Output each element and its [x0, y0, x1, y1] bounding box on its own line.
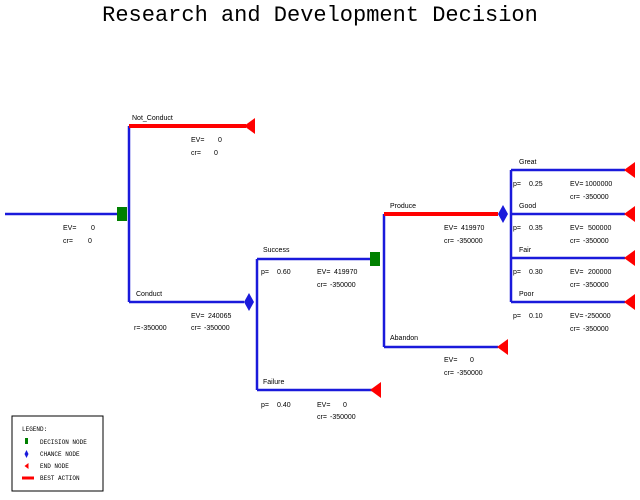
- poor-p-label: p=: [513, 313, 521, 320]
- poor-ev-value: -250000: [585, 313, 611, 320]
- good-cr-label: cr=: [570, 238, 580, 245]
- poor-label: Poor: [519, 291, 534, 298]
- failure-p-label: p=: [261, 402, 269, 409]
- great-cr-value: -350000: [583, 194, 609, 201]
- failure-cr-value: -350000: [330, 414, 356, 421]
- produce-ev-label: EV=: [444, 225, 457, 232]
- great-p-label: p=: [513, 181, 521, 188]
- chance-node-1: [244, 293, 254, 311]
- end-node-failure: [370, 382, 381, 398]
- tree-branches: [5, 124, 625, 392]
- abandon-ev-value: 0: [470, 357, 474, 364]
- not-conduct-label: Not_Conduct: [132, 115, 173, 122]
- conduct-cr-value: -350000: [204, 325, 230, 332]
- not-conduct-ev-label: EV=: [191, 137, 204, 144]
- poor-cr-value: -350000: [583, 326, 609, 333]
- legend-chance-node-swatch: [24, 450, 29, 458]
- legend-decision-node-label: DECISION NODE: [40, 439, 87, 446]
- abandon-label: Abandon: [390, 335, 418, 342]
- fair-ev-label: EV=: [570, 269, 583, 276]
- good-ev-value: 500000: [588, 225, 611, 232]
- not-conduct-cr-value: 0: [214, 150, 218, 157]
- legend-best-action-label: BEST ACTION: [40, 475, 80, 482]
- failure-label: Failure: [263, 379, 285, 386]
- abandon-ev-label: EV=: [444, 357, 457, 364]
- root-ev-value: 0: [91, 225, 95, 232]
- conduct-label: Conduct: [136, 291, 162, 298]
- end-node-great: [624, 162, 635, 178]
- legend-chance-node-label: CHANCE NODE: [40, 451, 80, 458]
- fair-label: Fair: [519, 247, 532, 254]
- root-cr-label: cr=: [63, 238, 73, 245]
- root-cr-value: 0: [88, 238, 92, 245]
- tree-nodes: [117, 118, 635, 398]
- conduct-r-label: r=: [134, 325, 140, 332]
- legend-end-node-label: END NODE: [40, 463, 69, 470]
- failure-ev-value: 0: [343, 402, 347, 409]
- legend-heading: LEGEND:: [22, 426, 47, 433]
- great-ev-label: EV=: [570, 181, 583, 188]
- success-label: Success: [263, 247, 290, 254]
- legend: LEGEND: DECISION NODE CHANCE NODE END NO…: [11, 415, 104, 492]
- produce-label: Produce: [390, 203, 416, 210]
- failure-ev-label: EV=: [317, 402, 330, 409]
- success-ev-label: EV=: [317, 269, 330, 276]
- abandon-cr-value: -350000: [457, 370, 483, 377]
- fair-cr-label: cr=: [570, 282, 580, 289]
- fair-ev-value: 200000: [588, 269, 611, 276]
- failure-cr-label: cr=: [317, 414, 327, 421]
- success-p-value: 0.60: [277, 269, 291, 276]
- end-node-poor: [624, 294, 635, 310]
- fair-p-label: p=: [513, 269, 521, 276]
- end-node-abandon: [497, 339, 508, 355]
- fair-cr-value: -350000: [583, 282, 609, 289]
- end-node-not-conduct: [244, 118, 255, 134]
- conduct-cr-label: cr=: [191, 325, 201, 332]
- poor-p-value: 0.10: [529, 313, 543, 320]
- decision-node-2: [370, 252, 380, 266]
- conduct-r-value: -350000: [141, 325, 167, 332]
- great-label: Great: [519, 159, 537, 166]
- failure-p-value: 0.40: [277, 402, 291, 409]
- good-label: Good: [519, 203, 536, 210]
- poor-ev-label: EV=: [570, 313, 583, 320]
- good-p-label: p=: [513, 225, 521, 232]
- fair-p-value: 0.30: [529, 269, 543, 276]
- decision-node-1: [117, 207, 127, 221]
- success-cr-label: cr=: [317, 282, 327, 289]
- good-p-value: 0.35: [529, 225, 543, 232]
- chance-node-2: [498, 205, 508, 223]
- legend-decision-node-swatch: [25, 438, 28, 444]
- produce-cr-label: cr=: [444, 238, 454, 245]
- abandon-cr-label: cr=: [444, 370, 454, 377]
- conduct-ev-value: 240065: [208, 313, 231, 320]
- success-cr-value: -350000: [330, 282, 356, 289]
- not-conduct-cr-label: cr=: [191, 150, 201, 157]
- great-ev-value: 1000000: [585, 181, 612, 188]
- conduct-ev-label: EV=: [191, 313, 204, 320]
- success-ev-value: 419970: [334, 269, 357, 276]
- not-conduct-ev-value: 0: [218, 137, 222, 144]
- produce-cr-value: -350000: [457, 238, 483, 245]
- end-node-good: [624, 206, 635, 222]
- page-title: Research and Development Decision: [102, 3, 538, 28]
- produce-ev-value: 419970: [461, 225, 484, 232]
- legend-end-node-swatch: [24, 463, 29, 469]
- good-ev-label: EV=: [570, 225, 583, 232]
- root-ev-label: EV=: [63, 225, 76, 232]
- great-cr-label: cr=: [570, 194, 580, 201]
- end-node-fair: [624, 250, 635, 266]
- success-p-label: p=: [261, 269, 269, 276]
- great-p-value: 0.25: [529, 181, 543, 188]
- good-cr-value: -350000: [583, 238, 609, 245]
- tree-labels: EV= 0 cr= 0 Not_Conduct EV= 0 cr= 0 Cond…: [63, 115, 612, 421]
- poor-cr-label: cr=: [570, 326, 580, 333]
